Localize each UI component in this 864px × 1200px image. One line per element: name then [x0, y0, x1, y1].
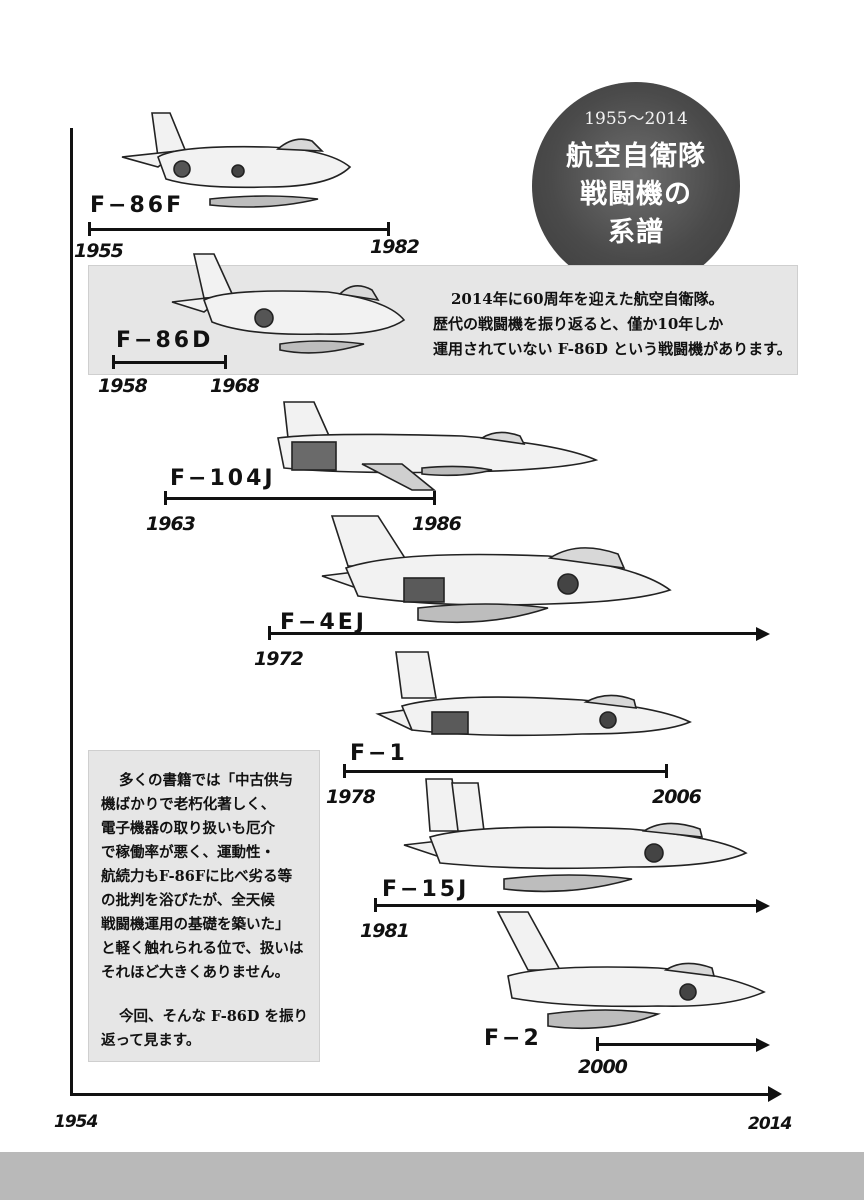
- note-line-5: 航続力もF-86Fに比べ劣る等: [101, 868, 293, 885]
- note-line-3: 電子機器の取り扱いも厄介: [101, 820, 275, 837]
- service-tick-start-f15j: [374, 898, 377, 912]
- intro-line-2: 歴代の戦闘機を振り返ると、僅か10年しか: [433, 315, 724, 333]
- aircraft-name-f86d: F−86D: [116, 328, 214, 353]
- aircraft-name-f15j: F−15J: [382, 877, 470, 902]
- year-end-f1: 2006: [652, 786, 702, 808]
- f2-aircraft-illustration: [496, 911, 766, 1030]
- year-start-f104j: 1963: [146, 513, 196, 535]
- aircraft-name-f86f: F−86F: [90, 193, 185, 218]
- year-start-f2: 2000: [578, 1056, 628, 1078]
- note-line-9: それほど大きくありません。: [101, 964, 290, 981]
- note-line-2: 機ばかりで老朽化著しく、: [101, 796, 276, 813]
- axis-start-year: 1954: [54, 1112, 98, 1132]
- service-tick-end-f86f: [387, 222, 390, 236]
- year-start-f86d: 1958: [98, 375, 148, 397]
- year-start-f15j: 1981: [360, 920, 410, 942]
- note-line-6: の批判を浴びたが、全天候: [101, 892, 275, 909]
- badge-title-line-3: 系譜: [608, 217, 664, 248]
- intro-line-1: 2014年に60周年を迎えた航空自衛隊。: [451, 290, 724, 308]
- service-tick-start-f1: [343, 764, 346, 778]
- service-bar-f104j: [164, 497, 436, 500]
- service-bar-f2: [596, 1043, 758, 1046]
- note-line-8: と軽く触れられる位で、扱いは: [101, 940, 304, 957]
- year-end-f104j: 1986: [412, 513, 462, 535]
- year-start-f86f: 1955: [74, 240, 124, 262]
- time-axis-arrow: [768, 1086, 782, 1102]
- page-footer-band: [0, 1152, 864, 1200]
- title-badge: 1955～2014 航空自衛隊 戦闘機の 系譜: [532, 82, 740, 290]
- badge-title-line-2: 戦闘機の: [580, 179, 692, 210]
- note-text-box: 多くの書籍では「中古供与 機ばかりで老朽化著しく、 電子機器の取り扱いも厄介 で…: [88, 750, 320, 1062]
- year-start-f1: 1978: [326, 786, 376, 808]
- service-tick-end-f1: [665, 764, 668, 778]
- f86f-aircraft-illustration: [121, 112, 352, 208]
- aircraft-name-f2: F−2: [484, 1026, 542, 1051]
- time-axis-vertical: [70, 128, 73, 1096]
- aircraft-name-f104j: F−104J: [170, 466, 276, 491]
- service-tick-end-f86d: [224, 355, 227, 369]
- year-end-f86f: 1982: [370, 236, 420, 258]
- in-service-arrow-f2: [756, 1038, 770, 1052]
- service-tick-start-f86d: [112, 355, 115, 369]
- f1-aircraft-illustration: [375, 651, 692, 737]
- f86d-aircraft-illustration: [171, 253, 406, 354]
- service-bar-f4ej: [268, 632, 758, 635]
- service-tick-start-f4ej: [268, 626, 271, 640]
- f15j-aircraft-illustration: [403, 778, 748, 893]
- note-line-7: 戦闘機運用の基礎を築いた」: [101, 916, 290, 933]
- note-line-12: 返って見ます。: [101, 1032, 201, 1049]
- f104j-aircraft-illustration: [277, 401, 599, 491]
- note-line-11: 今回、そんな F-86D を振り: [119, 1008, 309, 1025]
- in-service-arrow-f15j: [756, 899, 770, 913]
- f4ej-aircraft-illustration: [321, 515, 672, 624]
- aircraft-name-f1: F−1: [350, 741, 408, 766]
- service-bar-f15j: [374, 904, 758, 907]
- in-service-arrow-f4ej: [756, 627, 770, 641]
- service-tick-start-f2: [596, 1037, 599, 1051]
- time-axis-horizontal: [70, 1093, 770, 1096]
- service-tick-start-f104j: [164, 491, 167, 505]
- year-start-f4ej: 1972: [254, 648, 304, 670]
- note-line-4: で稼働率が悪く、運動性・: [101, 844, 275, 861]
- axis-end-year: 2014: [748, 1114, 792, 1134]
- year-end-f86d: 1968: [210, 375, 260, 397]
- badge-years: 1955～2014: [584, 109, 688, 129]
- service-bar-f86f: [88, 228, 390, 231]
- intro-line-3: 運用されていない F-86D という戦闘機があります。: [433, 340, 792, 358]
- service-tick-end-f104j: [433, 491, 436, 505]
- aircraft-name-f4ej: F−4EJ: [280, 610, 367, 635]
- badge-title-line-1: 航空自衛隊: [566, 141, 706, 172]
- service-tick-start-f86f: [88, 222, 91, 236]
- service-bar-f1: [343, 770, 668, 773]
- note-line-1: 多くの書籍では「中古供与: [119, 772, 293, 789]
- service-bar-f86d: [112, 361, 227, 364]
